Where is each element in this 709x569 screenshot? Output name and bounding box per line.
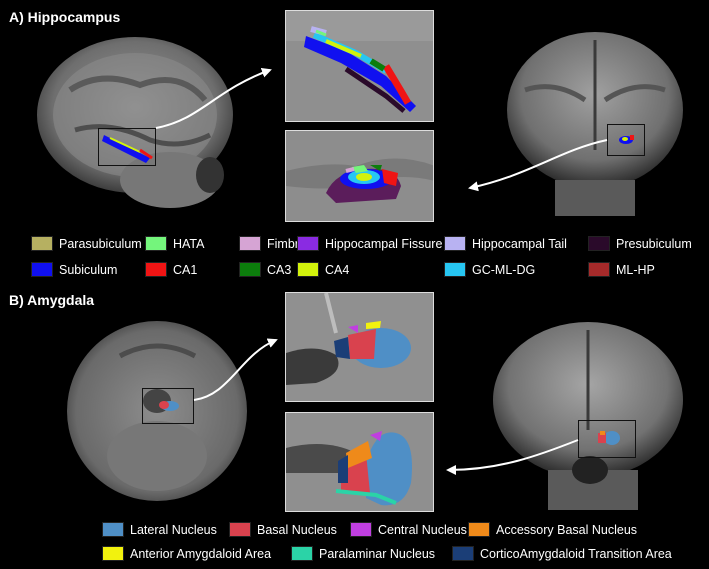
legend-item-hippocampus-6: Subiculum — [31, 262, 117, 277]
legend-swatch — [588, 262, 610, 277]
legend-item-hippocampus-7: CA1 — [145, 262, 197, 277]
coronal-roi-box — [607, 124, 645, 156]
legend-item-amygdala-1: Basal Nucleus — [229, 522, 337, 537]
legend-swatch — [145, 262, 167, 277]
coronal-amygdala-mri-image — [478, 320, 696, 510]
legend-swatch — [350, 522, 372, 537]
legend-item-amygdala-6: CorticoAmygdaloid Transition Area — [452, 546, 672, 561]
panel-a-title: A) Hippocampus — [9, 9, 121, 25]
coronal-zoom-image — [285, 130, 434, 222]
legend-swatch — [145, 236, 167, 251]
legend-label: Parasubiculum — [59, 236, 142, 251]
legend-label: ML-HP — [616, 262, 655, 277]
legend-item-hippocampus-0: Parasubiculum — [31, 236, 142, 251]
legend-swatch — [297, 262, 319, 277]
legend-label: Accessory Basal Nucleus — [496, 522, 638, 537]
legend-item-hippocampus-8: CA3 — [239, 262, 291, 277]
panel-b-title: B) Amygdala — [9, 292, 95, 308]
legend-swatch — [444, 262, 466, 277]
legend-item-amygdala-2: Central Nucleus — [350, 522, 467, 537]
legend-swatch — [444, 236, 466, 251]
legend-label: CA3 — [267, 262, 292, 277]
legend-item-hippocampus-5: Presubiculum — [588, 236, 692, 251]
legend-label: CA4 — [325, 262, 350, 277]
coronal-amygdala-roi-box — [578, 420, 636, 458]
legend-item-hippocampus-3: Hippocampal Fissure — [297, 236, 442, 251]
legend-label: Hippocampal Fissure — [325, 236, 443, 251]
legend-swatch — [102, 522, 124, 537]
legend-item-amygdala-0: Lateral Nucleus — [102, 522, 217, 537]
legend-swatch — [588, 236, 610, 251]
sagittal-roi-box — [98, 128, 156, 166]
legend-swatch — [468, 522, 490, 537]
axial-zoom-image — [285, 292, 434, 402]
legend-item-hippocampus-4: Hippocampal Tail — [444, 236, 567, 251]
legend-swatch — [239, 236, 261, 251]
legend-item-hippocampus-9: CA4 — [297, 262, 349, 277]
legend-swatch — [31, 236, 53, 251]
legend-item-amygdala-5: Paralaminar Nucleus — [291, 546, 435, 561]
legend-swatch — [452, 546, 474, 561]
legend-label: Central Nucleus — [378, 522, 467, 537]
legend-label: GC-ML-DG — [472, 262, 536, 277]
legend-swatch — [229, 522, 251, 537]
coronal-amygdala-zoom-image — [285, 412, 434, 512]
legend-swatch — [291, 546, 313, 561]
legend-item-hippocampus-1: HATA — [145, 236, 204, 251]
legend-item-hippocampus-11: ML-HP — [588, 262, 655, 277]
legend-label: Basal Nucleus — [257, 522, 337, 537]
legend-label: CorticoAmygdaloid Transition Area — [480, 546, 672, 561]
legend-label: Subiculum — [59, 262, 118, 277]
legend-label: Anterior Amygdaloid Area — [130, 546, 272, 561]
sagittal-mri-image — [30, 30, 242, 220]
axial-roi-box — [142, 388, 194, 424]
legend-label: HATA — [173, 236, 205, 251]
legend-label: Hippocampal Tail — [472, 236, 567, 251]
coronal-mri-image — [495, 30, 693, 216]
legend-swatch — [239, 262, 261, 277]
legend-label: Paralaminar Nucleus — [319, 546, 436, 561]
legend-swatch — [102, 546, 124, 561]
legend-swatch — [31, 262, 53, 277]
legend-swatch — [297, 236, 319, 251]
legend-label: Lateral Nucleus — [130, 522, 217, 537]
legend-item-hippocampus-10: GC-ML-DG — [444, 262, 535, 277]
sagittal-zoom-image — [285, 10, 434, 122]
legend-label: CA1 — [173, 262, 198, 277]
legend-item-amygdala-4: Anterior Amygdaloid Area — [102, 546, 271, 561]
legend-label: Presubiculum — [616, 236, 692, 251]
legend-item-amygdala-3: Accessory Basal Nucleus — [468, 522, 637, 537]
